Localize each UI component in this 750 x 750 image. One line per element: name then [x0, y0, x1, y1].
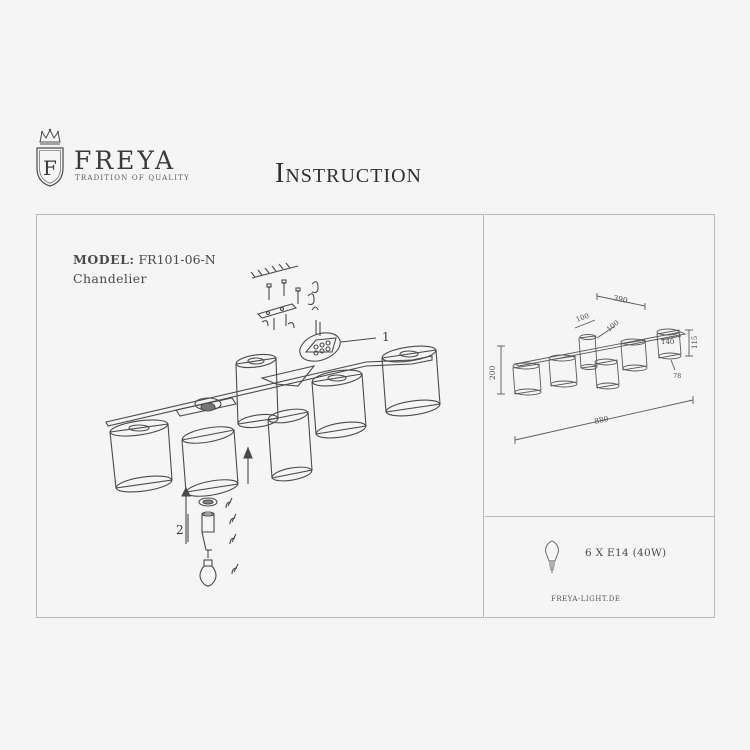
panel-divider — [485, 516, 715, 517]
ceiling-hatch-icon — [250, 262, 299, 279]
crest-letter: F — [43, 156, 57, 180]
bulb-icon — [545, 540, 559, 573]
brand-name: FREYA — [74, 146, 177, 175]
shade-2 — [181, 429, 239, 493]
mounting-bracket-icon — [256, 303, 321, 336]
dim-arm-b: 100 — [605, 319, 620, 334]
dimension-diagram: 880 200 390 100 100 140 115 78 — [488, 293, 699, 444]
assembly-panel — [36, 214, 484, 618]
canopy-hub — [194, 397, 222, 412]
chandelier-frame — [105, 355, 433, 427]
bulb-spec: 6 X E14 (40W) — [585, 547, 667, 559]
callout-2: 2 — [176, 523, 184, 537]
dim-spacing: 390 — [613, 293, 629, 305]
model-line: MODEL: FR101-06-N — [73, 252, 216, 267]
assembly-diagram: 1 2 — [105, 262, 441, 587]
socket-assembly-icon — [185, 494, 218, 587]
terminal-block-icon — [299, 332, 377, 362]
shade-5 — [311, 373, 367, 435]
dim-width: 880 — [593, 414, 609, 426]
shade-1 — [109, 423, 173, 489]
dim-shade-inner: 78 — [673, 372, 681, 380]
product-type: Chandelier — [73, 271, 147, 286]
crest-logo-icon: F — [36, 128, 64, 187]
lamp-shades — [109, 345, 441, 497]
dim-height: 200 — [488, 365, 497, 380]
dim-shade-diameter: 140 — [661, 338, 674, 346]
shade-6 — [381, 349, 441, 413]
screws-icon — [266, 279, 319, 306]
page-title: Instruction — [275, 158, 422, 189]
hooks-icon — [225, 497, 239, 575]
website-link[interactable]: FREYA-LIGHT.DE — [551, 595, 621, 603]
dim-arm-a: 100 — [575, 312, 590, 324]
dimensions-panel — [485, 214, 715, 618]
model-label: MODEL: — [73, 252, 135, 267]
model-code: FR101-06-N — [138, 252, 216, 267]
brand-tagline: TRADITION OF QUALITY — [75, 174, 190, 182]
dim-shade-height: 115 — [691, 336, 699, 349]
callout-1: 1 — [382, 330, 390, 344]
